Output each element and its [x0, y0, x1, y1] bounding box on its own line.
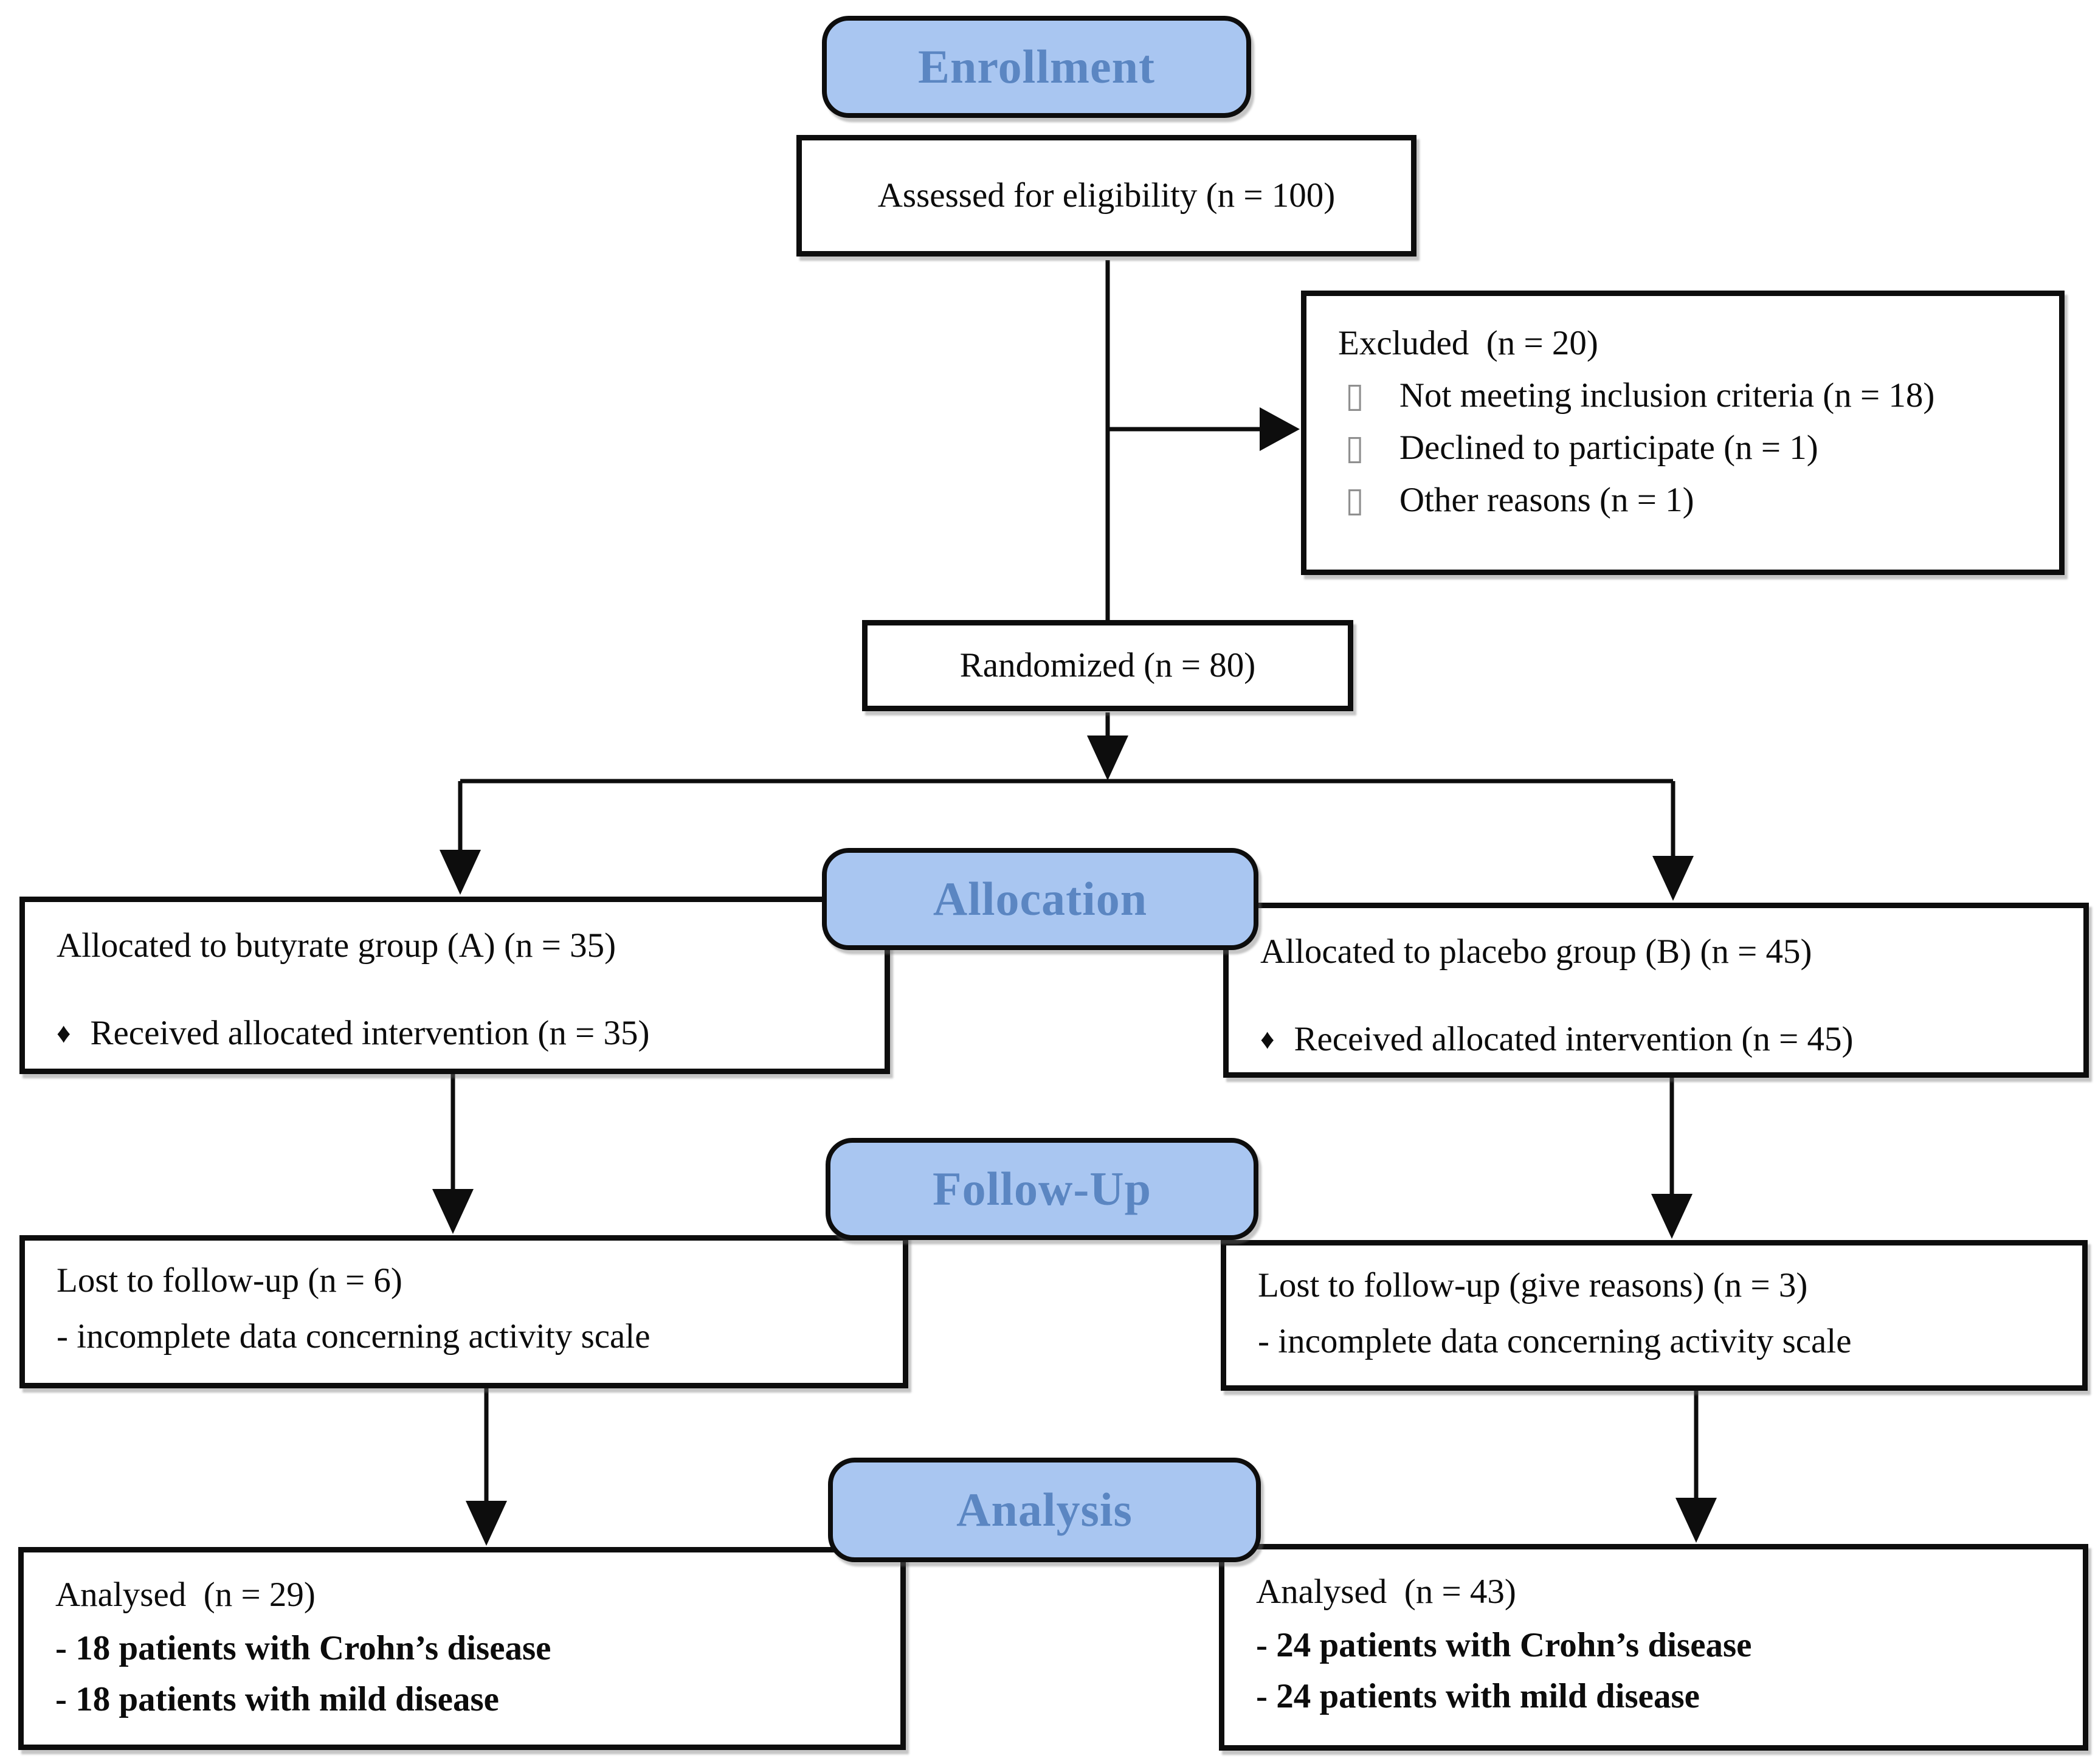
arrowhead-alloc-right-icon: [1652, 856, 1694, 901]
analysis-placebo-detail-1: - 24 patients with Crohn’s disease: [1256, 1626, 1752, 1664]
analysis-placebo-detail-2: - 24 patients with mild disease: [1256, 1677, 1700, 1715]
analysis-butyrate-detail-2: - 18 patients with mild disease: [55, 1680, 499, 1718]
allocation-placebo-detail: Received allocated intervention (n = 45): [1294, 1020, 1854, 1058]
assessed-eligibility-text: Assessed for eligibility (n = 100): [877, 176, 1336, 215]
analysis-placebo-title: Analysed (n = 43): [1256, 1573, 1516, 1611]
stage-enrollment-label: Enrollment: [918, 40, 1155, 93]
arrowhead-an-left-icon: [466, 1501, 507, 1546]
allocation-butyrate-title: Allocated to butyrate group (A) (n = 35): [57, 926, 616, 965]
arrowhead-an-right-icon: [1675, 1498, 1717, 1543]
randomized-text: Randomized (n = 80): [959, 646, 1256, 684]
allocation-placebo-title: Allocated to placebo group (B) (n = 45): [1260, 932, 1812, 971]
randomized-box: Randomized (n = 80): [862, 620, 1353, 711]
diamond-bullet-icon: ♦: [57, 1018, 71, 1049]
followup-placebo-title: Lost to follow-up (give reasons) (n = 3): [1258, 1266, 1808, 1304]
analysis-butyrate-title: Analysed (n = 29): [55, 1576, 316, 1614]
excluded-item-3: ▯ Other reasons (n = 1): [1338, 480, 2041, 521]
followup-butyrate-title: Lost to follow-up (n = 6): [57, 1261, 402, 1300]
allocation-butyrate-box: Allocated to butyrate group (A) (n = 35)…: [19, 897, 890, 1074]
diamond-bullet-icon: ♦: [1260, 1024, 1275, 1055]
stage-pill-followup: Follow-Up: [826, 1138, 1258, 1240]
excluded-item-1: ▯ Not meeting inclusion criteria (n = 18…: [1338, 375, 2041, 416]
followup-butyrate-detail: - incomplete data concerning activity sc…: [57, 1317, 650, 1356]
stage-pill-allocation: Allocation: [822, 848, 1258, 950]
analysis-placebo-box: Analysed (n = 43) - 24 patients with Cro…: [1219, 1544, 2088, 1751]
allocation-placebo-box: Allocated to placebo group (B) (n = 45) …: [1223, 903, 2089, 1078]
excluded-item-3-text: Other reasons (n = 1): [1399, 481, 1694, 519]
analysis-butyrate-box: Analysed (n = 29) - 18 patients with Cro…: [18, 1547, 906, 1750]
excluded-item-1-text: Not meeting inclusion criteria (n = 18): [1399, 376, 1935, 415]
followup-butyrate-box: Lost to follow-up (n = 6) - incomplete d…: [19, 1235, 908, 1388]
followup-placebo-box: Lost to follow-up (give reasons) (n = 3)…: [1221, 1240, 2088, 1391]
square-bullet-icon: ▯: [1345, 428, 1364, 467]
allocation-butyrate-detail: Received allocated intervention (n = 35): [90, 1014, 650, 1052]
square-bullet-icon: ▯: [1345, 376, 1364, 415]
analysis-butyrate-detail-1: - 18 patients with Crohn’s disease: [55, 1629, 551, 1667]
arrowhead-excluded-icon: [1260, 407, 1300, 451]
excluded-item-2-text: Declined to participate (n = 1): [1399, 429, 1818, 467]
allocation-butyrate-detail-row: ♦ Received allocated intervention (n = 3…: [57, 1013, 868, 1054]
stage-pill-enrollment: Enrollment: [822, 16, 1251, 118]
allocation-placebo-detail-row: ♦ Received allocated intervention (n = 4…: [1260, 1019, 2066, 1060]
stage-pill-analysis: Analysis: [828, 1458, 1261, 1562]
arrowhead-split-icon: [1087, 736, 1128, 780]
excluded-box: Excluded (n = 20) ▯ Not meeting inclusio…: [1301, 291, 2065, 575]
stage-analysis-label: Analysis: [956, 1483, 1133, 1536]
arrowhead-alloc-left-icon: [440, 850, 481, 895]
stage-allocation-label: Allocation: [933, 872, 1148, 925]
excluded-title: Excluded (n = 20): [1338, 324, 1598, 362]
arrowhead-fu-right-icon: [1651, 1194, 1693, 1239]
assessed-eligibility-box: Assessed for eligibility (n = 100): [796, 135, 1416, 257]
followup-placebo-detail: - incomplete data concerning activity sc…: [1258, 1322, 1852, 1360]
excluded-item-2: ▯ Declined to participate (n = 1): [1338, 427, 2041, 469]
arrowhead-fu-left-icon: [432, 1189, 474, 1234]
square-bullet-icon: ▯: [1345, 480, 1364, 520]
stage-followup-label: Follow-Up: [933, 1162, 1151, 1215]
